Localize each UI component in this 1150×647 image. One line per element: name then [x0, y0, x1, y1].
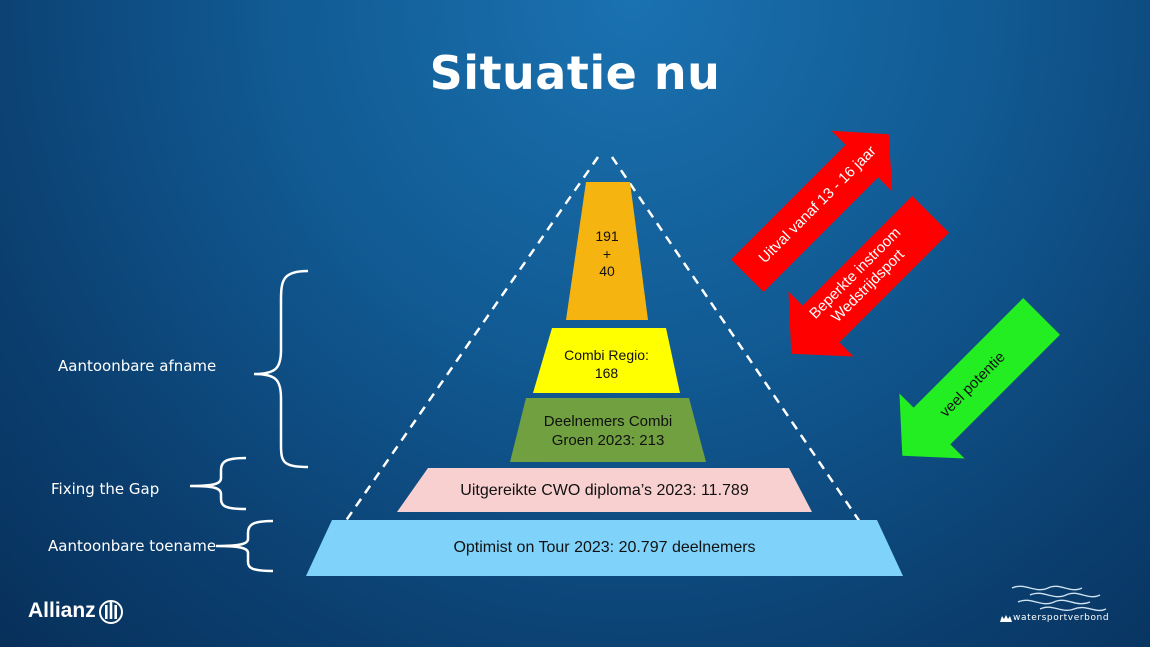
tier-combi-regio-line2: 168: [594, 364, 619, 381]
crown-icon: [1000, 615, 1012, 622]
label-fixing-the-gap: Fixing the Gap: [51, 480, 160, 498]
label-aantoonbare-afname: Aantoonbare afname: [58, 357, 217, 375]
arrow-uitval-shape: [731, 130, 893, 292]
watersportverbond-logo-text: watersportverbond: [1013, 613, 1110, 623]
tier-optimist-label: Optimist on Tour 2023: 20.797 deelnemers: [453, 539, 756, 556]
tier-combi-groen-label: Deelnemers Combi Groen 2023: 213: [510, 413, 706, 451]
tier-top-shape: [566, 182, 648, 320]
tier-combi-regio-label: Combi Regio: 168: [533, 347, 680, 382]
tier-optimist-shape: [306, 520, 903, 576]
tier-cwo-label: Uitgereikte CWO diploma’s 2023: 11.789: [460, 482, 749, 499]
slide-title: Situatie nu: [429, 46, 721, 100]
arrow-beperkte-shape: [788, 196, 949, 357]
tier-top-line3: 40: [599, 263, 615, 279]
tier-combi-groen-shape: [510, 398, 706, 462]
brace-gap: [189, 456, 247, 511]
allianz-logo: Allianz: [28, 599, 96, 623]
tier-top-line2: +: [602, 245, 612, 262]
tier-combi-groen-line2: Groen 2023: 213: [551, 431, 665, 449]
tier-combi-regio-line1: Combi Regio:: [564, 347, 649, 363]
tier-combi-groen-line1: Deelnemers Combi: [543, 413, 673, 430]
allianz-emblem-icon: [99, 600, 123, 624]
tier-top-label: 191 + 40: [566, 228, 648, 281]
tier-combi-regio-shape: [533, 328, 680, 393]
allianz-logo-text: Allianz: [28, 599, 96, 622]
label-aantoonbare-toename: Aantoonbare toename: [48, 537, 217, 555]
tier-top-line1: 191: [595, 228, 619, 244]
arrow-potentie-shape: [899, 298, 1060, 459]
brace-toename: [215, 519, 274, 573]
tier-cwo-shape: [397, 468, 812, 512]
watersportverbond-waves-icon: [1011, 585, 1107, 612]
brace-afname: [253, 269, 309, 469]
pyramid-outline-left: [343, 156, 600, 523]
